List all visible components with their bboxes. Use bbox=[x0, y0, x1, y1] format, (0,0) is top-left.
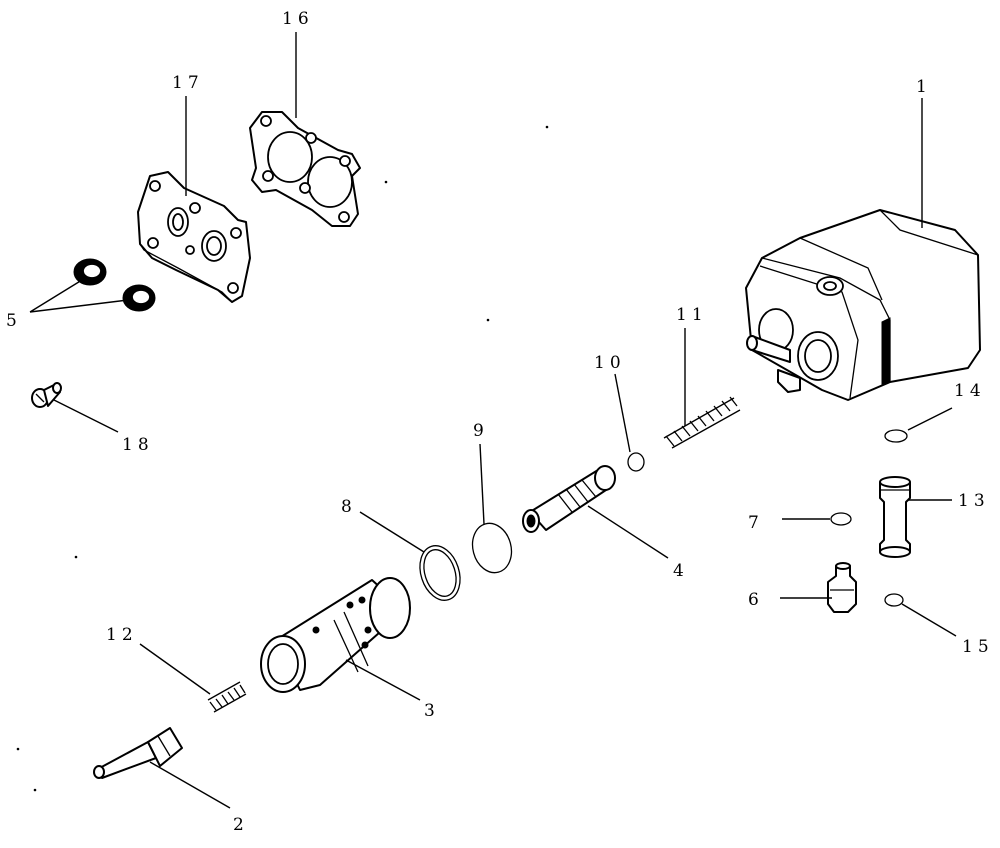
callout-14: 14 bbox=[954, 381, 986, 401]
leader-12 bbox=[139, 643, 211, 695]
callout-1: 1 bbox=[916, 77, 932, 97]
callout-9: 9 bbox=[473, 421, 489, 441]
leader-15 bbox=[901, 603, 957, 637]
callout-11: 11 bbox=[676, 305, 708, 325]
part-9-o-ring bbox=[471, 522, 513, 574]
part-6-fitting bbox=[827, 562, 857, 613]
callout-17: 17 bbox=[172, 73, 204, 93]
part-11-spring bbox=[663, 396, 741, 449]
leader-14 bbox=[907, 407, 953, 431]
callout-6: 6 bbox=[748, 590, 764, 610]
leader-9 bbox=[479, 443, 485, 525]
leader-10 bbox=[614, 373, 631, 453]
part-2-pin bbox=[93, 727, 183, 779]
leader-3 bbox=[345, 659, 421, 701]
part-5-seals bbox=[73, 258, 156, 312]
scan-specks bbox=[16, 125, 549, 792]
leader-18 bbox=[53, 399, 119, 433]
callout-2: 2 bbox=[233, 815, 249, 835]
part-3-sleeve bbox=[260, 577, 411, 693]
part-16-gasket bbox=[249, 111, 361, 227]
callout-15: 15 bbox=[962, 637, 994, 657]
part-12-spring bbox=[207, 681, 247, 713]
callout-7: 7 bbox=[748, 513, 764, 533]
part-15-o-ring bbox=[884, 593, 904, 607]
callout-12: 12 bbox=[106, 625, 138, 645]
part-1-valve-body bbox=[745, 209, 981, 401]
leader-2 bbox=[149, 761, 231, 809]
callout-3: 3 bbox=[424, 701, 440, 721]
callout-4: 4 bbox=[673, 561, 689, 581]
callout-13: 13 bbox=[958, 491, 990, 511]
part-17-cover-plate bbox=[137, 171, 251, 303]
part-13-fitting bbox=[879, 476, 911, 558]
leader-5 bbox=[29, 279, 129, 313]
callout-18: 18 bbox=[122, 435, 154, 455]
callout-8: 8 bbox=[341, 497, 357, 517]
part-4-spool bbox=[522, 465, 616, 533]
callout-10: 10 bbox=[594, 353, 626, 373]
callout-5: 5 bbox=[6, 311, 22, 331]
callout-labels: 1 16 17 5 18 11 10 9 8 4 3 12 2 14 13 7 … bbox=[6, 9, 994, 835]
part-7-o-ring bbox=[830, 512, 852, 526]
callout-16: 16 bbox=[282, 9, 314, 29]
part-10-o-ring bbox=[627, 452, 645, 472]
part-14-o-ring bbox=[884, 429, 908, 443]
leader-4 bbox=[587, 505, 669, 559]
part-18-screw bbox=[31, 382, 62, 408]
part-8-o-ring bbox=[419, 545, 461, 601]
leader-8 bbox=[359, 511, 425, 553]
leader-lines bbox=[29, 32, 957, 809]
